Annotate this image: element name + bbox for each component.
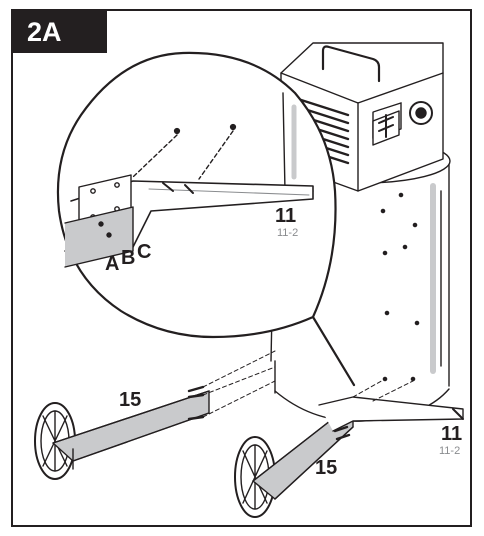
- part-11-bottom-label: 11: [441, 423, 463, 445]
- assembly-illustration: [34, 42, 464, 518]
- part-11-top-label: 11: [275, 205, 297, 227]
- callout-bubble: [56, 51, 356, 387]
- hardware-label-c: C: [137, 241, 152, 263]
- hardware-label-b: B: [121, 247, 136, 269]
- part-11-top-sublabel: 11-2: [277, 227, 299, 239]
- right-leg-assembly: [234, 376, 464, 518]
- part-11-bottom-sublabel: 11-2: [439, 445, 461, 457]
- left-leg-assembly: [34, 350, 276, 480]
- hardware-label-a: A: [105, 253, 120, 275]
- callout-leg-bracket: [64, 174, 314, 268]
- illustration-frame: 2A 11 11-2 A B C 15 15 11 11-2: [11, 9, 472, 527]
- step-badge: 2A: [13, 11, 107, 53]
- part-15-right-label: 15: [315, 457, 338, 479]
- part-15-left-label: 15: [119, 389, 142, 411]
